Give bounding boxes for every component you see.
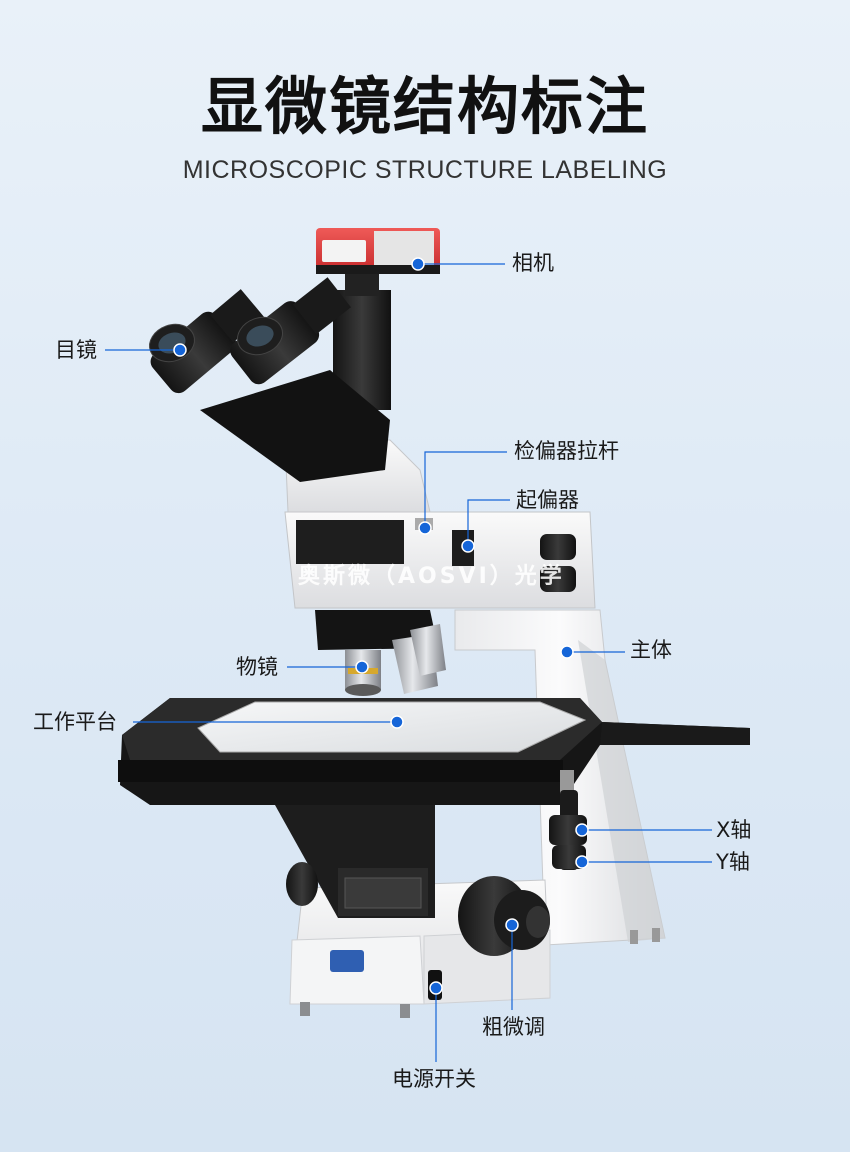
camera [316, 228, 440, 274]
label-power-switch: 电源开关 [392, 1067, 476, 1091]
stage [118, 698, 750, 810]
marker-eyepiece [173, 343, 187, 357]
label-analyzer-lever: 检偏器拉杆 [514, 439, 619, 463]
marker-x-axis [575, 823, 589, 837]
marker-camera [411, 257, 425, 271]
label-polarizer: 起偏器 [516, 488, 579, 512]
label-stage: 工作平台 [33, 710, 117, 734]
callout-markers [173, 257, 589, 995]
illuminator-housing [284, 511, 596, 609]
marker-focus [505, 918, 519, 932]
marker-polarizer [461, 539, 475, 553]
marker-objective [355, 660, 369, 674]
leader-lines [105, 263, 712, 1062]
trinocular-head [200, 272, 431, 513]
label-main-body: 主体 [630, 638, 672, 662]
page-subtitle: MICROSCOPIC STRUCTURE LABELING [182, 156, 668, 184]
label-x-axis: X轴 [716, 818, 752, 842]
housing-brand-plate [296, 520, 404, 564]
marker-stage [390, 715, 404, 729]
nosepiece-objectives [315, 610, 446, 696]
stage-support [275, 805, 435, 918]
label-objective: 物镜 [236, 655, 278, 679]
label-camera: 相机 [512, 251, 554, 275]
page-title: 显微镜结构标注 [200, 70, 649, 143]
label-eyepiece: 目镜 [55, 338, 97, 362]
base-logo-badge [330, 950, 364, 972]
marker-analyzer [418, 521, 432, 535]
stage-xy-knobs [549, 790, 587, 870]
focus-knobs [286, 862, 550, 956]
watermark: 奥斯微（AOSVI）光学 [298, 564, 565, 589]
label-y-axis: Y轴 [716, 850, 750, 874]
marker-y-axis [575, 855, 589, 869]
marker-power [429, 981, 443, 995]
marker-body [560, 645, 574, 659]
label-focus: 粗微调 [482, 1015, 545, 1039]
